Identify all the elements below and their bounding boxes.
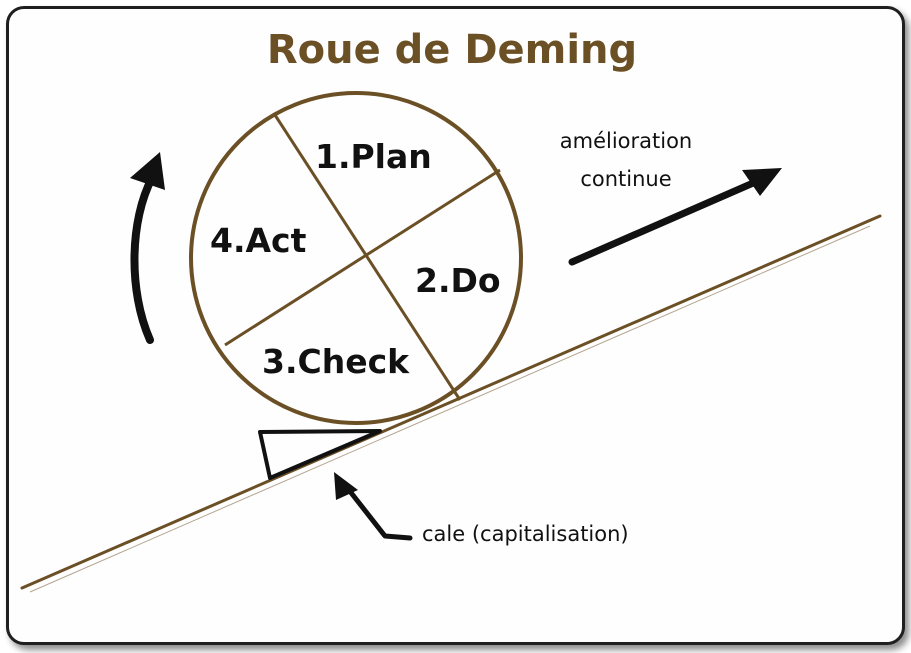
improvement-label-line2: continue (580, 167, 671, 191)
segment-act: 4.Act (210, 221, 307, 260)
wheel-divider-a (273, 114, 462, 401)
wedge-pointer-arrowhead-icon (334, 472, 358, 500)
slope-line-shadow (29, 225, 871, 593)
rotation-arrowhead-icon (130, 152, 165, 190)
improvement-arrow (568, 176, 764, 266)
segment-plan: 1.Plan (315, 137, 432, 176)
wheel-divider-b (224, 168, 501, 347)
segment-check: 3.Check (262, 342, 410, 381)
wedge-label: cale (capitalisation) (422, 522, 629, 546)
improvement-label-line1: amélioration (560, 129, 693, 153)
wedge-pointer-arrow (342, 482, 413, 541)
slope-line (20, 214, 882, 590)
deming-wheel (189, 91, 523, 425)
wedge-shape (258, 429, 382, 480)
diagram-title: Roue de Deming (267, 27, 637, 73)
rotation-arrow (130, 174, 156, 344)
segment-do: 2.Do (415, 261, 501, 300)
improvement-arrowhead-icon (742, 168, 782, 196)
diagram-frame (6, 6, 905, 645)
